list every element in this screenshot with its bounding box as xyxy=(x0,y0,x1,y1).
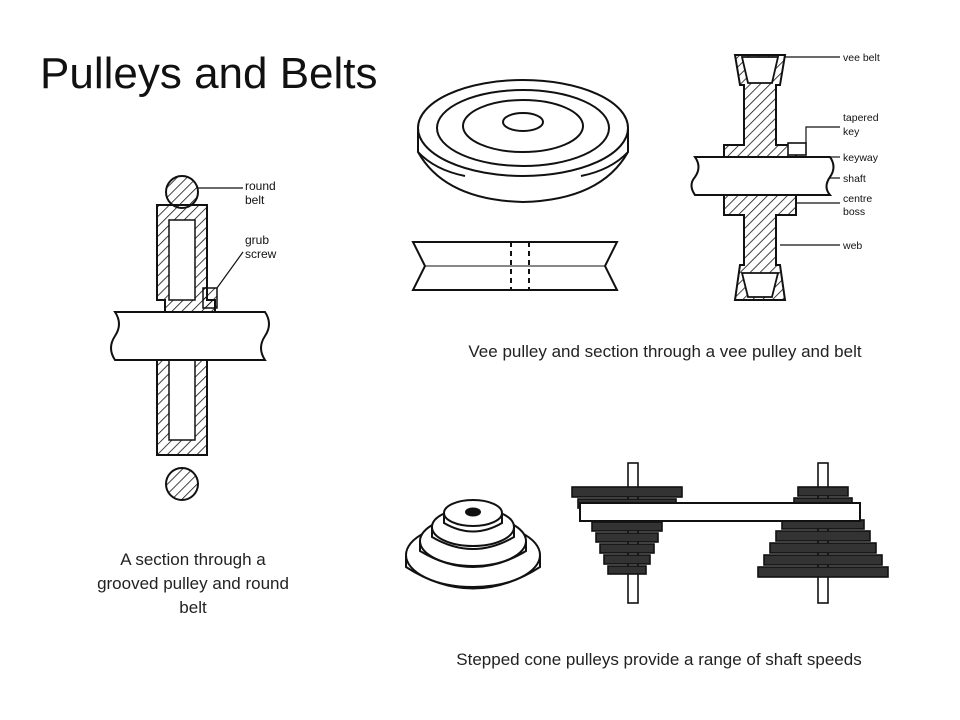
vee-pulley-section-diagram: vee belt tapered key keyway shaft centre… xyxy=(690,52,880,301)
caption-cone-pulleys: Stepped cone pulleys provide a range of … xyxy=(456,650,862,669)
label-round-belt-1: round xyxy=(245,179,276,193)
tapered-key xyxy=(787,142,807,156)
round-belt-bottom xyxy=(165,467,199,501)
vee-pulley-side-view xyxy=(411,241,619,291)
label-centre-boss-1: centre xyxy=(843,193,872,205)
label-keyway: keyway xyxy=(843,152,879,164)
vee-pulley-perspective-diagram xyxy=(411,79,629,291)
label-shaft: shaft xyxy=(843,173,866,185)
stepped-cone-pulley-diagram xyxy=(405,499,541,590)
label-round-belt-2: belt xyxy=(245,193,265,207)
label-web: web xyxy=(842,240,862,252)
vee-belt-top xyxy=(740,56,780,84)
round-belt-pulley-diagram: round belt grub screw xyxy=(110,175,277,501)
caption-round-belt: A section through a grooved pulley and r… xyxy=(97,550,289,617)
vee-belt-bottom xyxy=(740,272,780,298)
flat-belt xyxy=(579,502,861,522)
vee-pulley-body xyxy=(417,79,629,204)
label-centre-boss-2: boss xyxy=(843,206,865,218)
vee-shaft xyxy=(690,156,835,196)
label-tapered-key-2: key xyxy=(843,126,860,138)
label-tapered-key-1: tapered xyxy=(843,112,879,124)
label-grub-screw-2: screw xyxy=(245,247,277,261)
left-cone-pulley xyxy=(571,462,683,604)
round-belt-top xyxy=(165,175,199,209)
label-vee-belt: vee belt xyxy=(843,52,880,64)
cone-pulley-pair-diagram xyxy=(571,462,889,604)
caption-vee-pulley: Vee pulley and section through a vee pul… xyxy=(468,342,862,361)
grub-screw xyxy=(202,287,218,309)
label-grub-screw-1: grub xyxy=(245,233,269,247)
right-cone-pulley xyxy=(757,462,889,604)
shaft xyxy=(110,311,270,361)
slide-title: Pulleys and Belts xyxy=(40,49,378,98)
